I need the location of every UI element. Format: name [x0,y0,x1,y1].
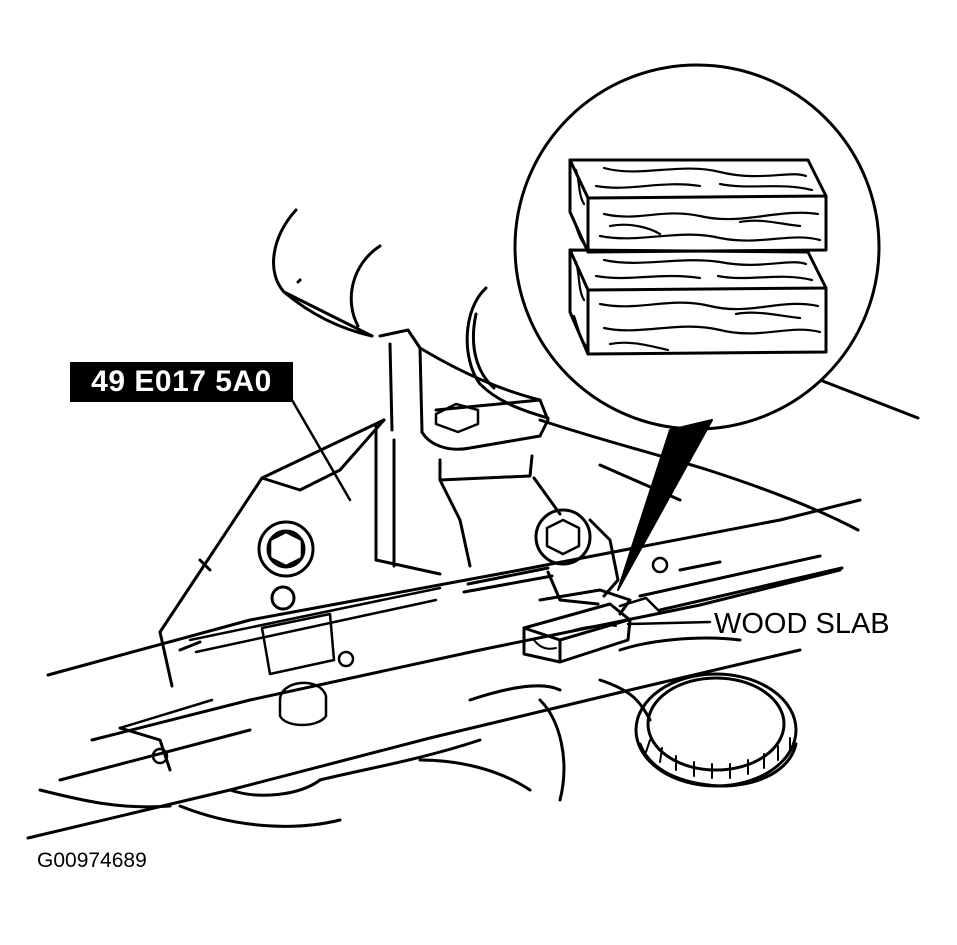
filler-cap [634,672,798,788]
tool-number-label: 49 E017 5A0 [70,362,293,402]
wood-label-leader [626,620,712,626]
wood-slab-label: WOOD SLAB [714,608,890,640]
magnifier-inset [513,63,881,431]
support-tool [158,278,562,688]
frame-fasteners [118,556,669,765]
bolt-right [534,508,620,606]
bolt-left [257,520,315,611]
tool-label-leader [290,398,352,502]
wood-slab-stack [522,588,632,664]
body-frame [26,498,862,840]
bolt-top [434,402,480,434]
body-panel-lower [38,678,652,828]
engine-housing [272,208,920,532]
inset-leader [617,419,713,591]
figure-id: G00974689 [37,849,147,872]
